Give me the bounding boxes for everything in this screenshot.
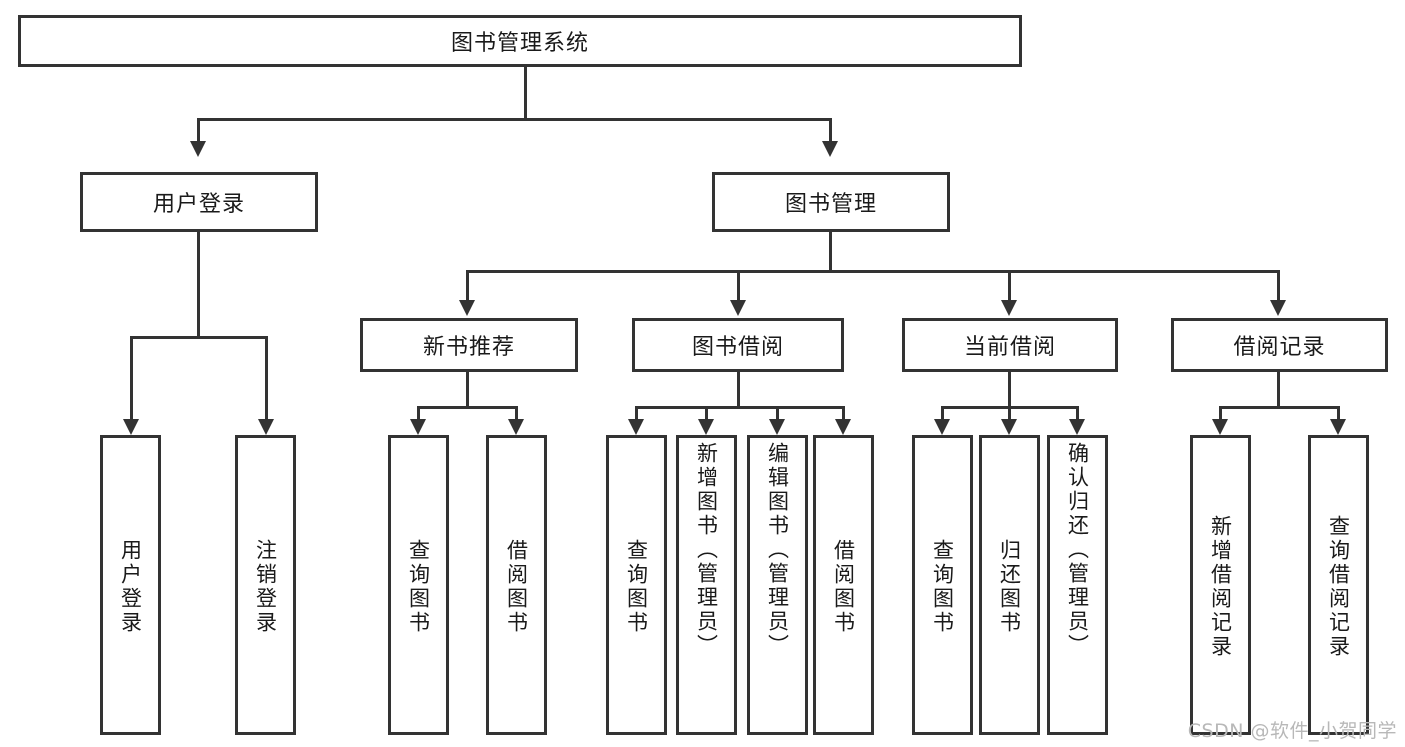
leaf-current-borrow-return-book[interactable]: 归还图书 — [979, 435, 1040, 735]
arrow-bm-to-borrow-record — [1270, 300, 1286, 316]
arrow-bm-to-book-borrow — [730, 300, 746, 316]
arrow-book-borrow-to-leaf-2 — [698, 419, 714, 435]
leaf-borrow-record-add-record[interactable]: 新增借阅记录 — [1190, 435, 1251, 735]
connector-current-borrow-to-leaf-1 — [941, 406, 944, 419]
connector-borrow-record-to-leaf-2 — [1337, 406, 1340, 419]
connector-book-management-fanbar — [466, 270, 1280, 273]
connector-current-borrow-stem — [1008, 372, 1011, 406]
connector-current-borrow-to-leaf-3 — [1076, 406, 1079, 419]
connector-book-borrow-stem — [737, 372, 740, 406]
arrow-user-login-to-leaf-1 — [123, 419, 139, 435]
leaf-new-book-borrow-book[interactable]: 借阅图书 — [486, 435, 547, 735]
node-book-management[interactable]: 图书管理 — [712, 172, 950, 232]
connector-bm-to-current-borrow — [1008, 270, 1011, 300]
leaf-label: 借阅图书 — [504, 539, 529, 635]
node-label: 新书推荐 — [422, 335, 515, 360]
arrow-book-borrow-to-leaf-3 — [769, 419, 785, 435]
arrow-root-to-user-login — [190, 141, 206, 157]
leaf-label: 确认归还（管理员） — [1065, 442, 1090, 658]
node-new-book-recommend[interactable]: 新书推荐 — [360, 318, 578, 372]
leaf-label: 新增借阅记录 — [1208, 515, 1233, 659]
leaf-book-borrow-query-book[interactable]: 查询图书 — [606, 435, 667, 735]
arrow-book-borrow-to-leaf-4 — [835, 419, 851, 435]
watermark-text: CSDN @软件_小贺同学 — [1187, 720, 1397, 742]
arrow-root-to-book-management — [822, 141, 838, 157]
arrow-bm-to-new-book — [459, 300, 475, 316]
connector-book-borrow-fanbar — [635, 406, 844, 409]
connector-new-book-to-leaf-1 — [417, 406, 420, 419]
leaf-book-borrow-add-book-admin[interactable]: 新增图书（管理员） — [676, 435, 737, 735]
arrow-new-book-to-leaf-2 — [508, 419, 524, 435]
leaf-label: 编辑图书（管理员） — [765, 442, 790, 658]
arrow-user-login-to-leaf-2 — [258, 419, 274, 435]
arrow-bm-to-current-borrow — [1001, 300, 1017, 316]
leaf-current-borrow-query-book[interactable]: 查询图书 — [912, 435, 973, 735]
arrow-borrow-record-to-leaf-2 — [1330, 419, 1346, 435]
connector-user-login-fanbar — [130, 336, 268, 339]
connector-root-stem — [524, 67, 527, 118]
leaf-label: 查询图书 — [406, 539, 431, 635]
leaf-user-logout[interactable]: 注销登录 — [235, 435, 296, 735]
node-label: 图书借阅 — [691, 335, 784, 360]
node-label: 借阅记录 — [1233, 335, 1326, 360]
leaf-label: 归还图书 — [997, 539, 1022, 635]
node-root-book-management-system[interactable]: 图书管理系统 — [18, 15, 1022, 67]
connector-borrow-record-fanbar — [1219, 406, 1339, 409]
leaf-label: 借阅图书 — [831, 539, 856, 635]
connector-bm-to-book-borrow — [737, 270, 740, 300]
connector-book-management-stem — [829, 232, 832, 270]
leaf-book-borrow-borrow-book[interactable]: 借阅图书 — [813, 435, 874, 735]
connector-borrow-record-to-leaf-1 — [1219, 406, 1222, 419]
connector-new-book-to-leaf-2 — [515, 406, 518, 419]
arrow-new-book-to-leaf-1 — [410, 419, 426, 435]
node-user-login[interactable]: 用户登录 — [80, 172, 318, 232]
connector-new-book-stem — [466, 372, 469, 406]
leaf-new-book-query-book[interactable]: 查询图书 — [388, 435, 449, 735]
leaf-label: 查询借阅记录 — [1326, 515, 1351, 659]
connector-current-borrow-to-leaf-2 — [1008, 406, 1011, 419]
leaf-label: 注销登录 — [253, 539, 278, 635]
connector-book-borrow-to-leaf-1 — [635, 406, 638, 419]
leaf-current-borrow-confirm-return-admin[interactable]: 确认归还（管理员） — [1047, 435, 1108, 735]
leaf-borrow-record-query-record[interactable]: 查询借阅记录 — [1308, 435, 1369, 735]
connector-new-book-fanbar — [417, 406, 518, 409]
node-label: 当前借阅 — [963, 335, 1056, 360]
node-book-borrow[interactable]: 图书借阅 — [632, 318, 844, 372]
arrow-current-borrow-to-leaf-3 — [1069, 419, 1085, 435]
leaf-label: 用户登录 — [118, 539, 143, 635]
connector-root-fanbar — [197, 118, 829, 121]
connector-user-login-to-leaf-2 — [265, 336, 268, 419]
connector-borrow-record-stem — [1277, 372, 1280, 406]
connector-user-login-stem — [197, 232, 200, 336]
leaf-label: 新增图书（管理员） — [694, 442, 719, 658]
leaf-book-borrow-edit-book-admin[interactable]: 编辑图书（管理员） — [747, 435, 808, 735]
connector-user-login-to-leaf-1 — [130, 336, 133, 419]
leaf-label: 查询图书 — [930, 539, 955, 635]
connector-book-borrow-to-leaf-2 — [705, 406, 708, 419]
connector-root-to-user-login — [197, 118, 200, 141]
arrow-book-borrow-to-leaf-1 — [628, 419, 644, 435]
connector-root-to-book-management — [829, 118, 832, 141]
node-label: 图书管理系统 — [450, 31, 589, 56]
node-current-borrow[interactable]: 当前借阅 — [902, 318, 1118, 372]
node-label: 用户登录 — [152, 192, 245, 217]
connector-bm-to-new-book — [466, 270, 469, 300]
leaf-user-login[interactable]: 用户登录 — [100, 435, 161, 735]
arrow-current-borrow-to-leaf-2 — [1001, 419, 1017, 435]
connector-book-borrow-to-leaf-3 — [776, 406, 779, 419]
arrow-current-borrow-to-leaf-1 — [934, 419, 950, 435]
connector-bm-to-borrow-record — [1277, 270, 1280, 300]
connector-book-borrow-to-leaf-4 — [842, 406, 845, 419]
arrow-borrow-record-to-leaf-1 — [1212, 419, 1228, 435]
leaf-label: 查询图书 — [624, 539, 649, 635]
node-label: 图书管理 — [784, 192, 877, 217]
node-borrow-record[interactable]: 借阅记录 — [1171, 318, 1388, 372]
